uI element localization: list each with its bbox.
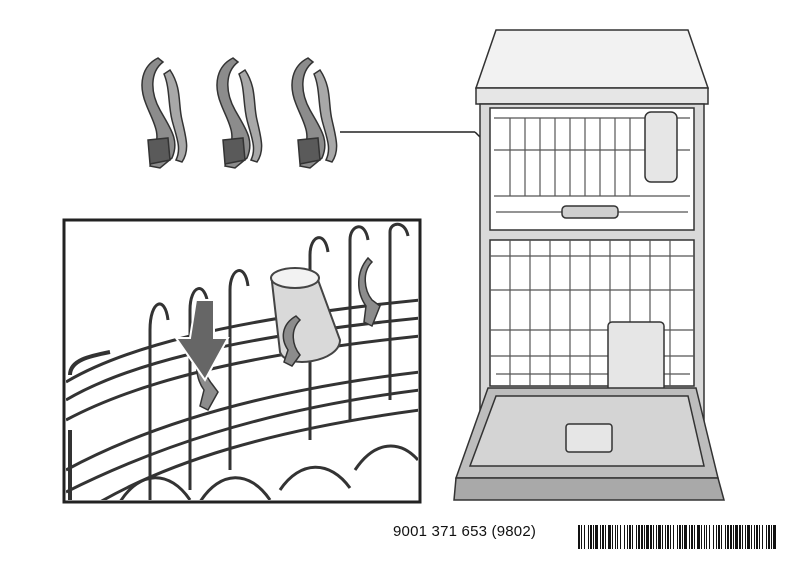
barcode-bar [615, 525, 616, 549]
barcode-bar [730, 525, 732, 549]
barcode-bar [602, 525, 604, 549]
barcode-bar [691, 525, 693, 549]
dishwasher-rack-clip-illustration [62, 29, 725, 504]
cutlery-tray [644, 111, 678, 183]
barcode-bar [762, 525, 763, 549]
barcode-bar [656, 525, 657, 549]
barcode-bar [771, 525, 772, 549]
barcode-bar [716, 525, 717, 549]
clip-part-1 [141, 57, 188, 169]
barcode-bar [641, 525, 643, 549]
barcode-bar [756, 525, 758, 549]
clip-parts-group [141, 57, 338, 169]
barcode-bar [627, 525, 628, 549]
barcode-bar [646, 525, 649, 549]
barcode-bar [584, 525, 585, 549]
barcode-bar [721, 525, 722, 549]
barcode-bar [670, 525, 671, 549]
barcode-bar [713, 525, 714, 549]
barcode-bar [697, 525, 700, 549]
barcode-bar [718, 525, 720, 549]
barcode-bar [653, 525, 654, 549]
barcode [578, 525, 776, 549]
barcode-bar [679, 525, 681, 549]
dishwasher-illustration [453, 29, 725, 501]
barcode-bar [612, 525, 613, 549]
barcode-bar [673, 525, 674, 549]
barcode-bar [590, 525, 592, 549]
barcode-bar [706, 525, 707, 549]
barcode-bar [624, 525, 625, 549]
barcode-bar [658, 525, 661, 549]
clip-part-3 [291, 57, 338, 169]
barcode-bar [701, 525, 702, 549]
insert-direction-arrow [174, 299, 230, 382]
barcode-bar [745, 525, 746, 549]
barcode-bar [766, 525, 767, 549]
detail-inset [62, 218, 422, 504]
barcode-bar [754, 525, 755, 549]
installed-clip-glass [282, 315, 302, 367]
barcode-bar [684, 525, 687, 549]
barcode-bar [759, 525, 760, 549]
barcode-bar [727, 525, 729, 549]
barcode-bar [689, 525, 690, 549]
part-number: 9001 371 653 (9802) [393, 523, 537, 540]
drawer-handle [561, 205, 619, 219]
barcode-bar [733, 525, 734, 549]
barcode-bar [588, 525, 589, 549]
barcode-bar [638, 525, 640, 549]
barcode-bar [644, 525, 645, 549]
barcode-bar [600, 525, 601, 549]
barcode-bar [747, 525, 750, 549]
barcode-bar [704, 525, 705, 549]
barcode-bar [617, 525, 618, 549]
barcode-bar [636, 525, 637, 549]
barcode-bar [632, 525, 633, 549]
barcode-bar [739, 525, 741, 549]
barcode-bar [677, 525, 678, 549]
barcode-bar [581, 525, 582, 549]
barcode-bar [595, 525, 598, 549]
barcode-bar [751, 525, 752, 549]
barcode-bar [709, 525, 710, 549]
barcode-bar [578, 525, 580, 549]
barcode-bar [735, 525, 738, 549]
barcode-bar [593, 525, 594, 549]
barcode-bar [620, 525, 621, 549]
barcode-bar [605, 525, 606, 549]
barcode-bar [773, 525, 776, 549]
barcode-bar [662, 525, 663, 549]
detergent-dispenser [565, 423, 613, 453]
barcode-bar [667, 525, 669, 549]
barcode-bar [742, 525, 743, 549]
barcode-bar [682, 525, 683, 549]
barcode-bar [650, 525, 652, 549]
barcode-bar [768, 525, 770, 549]
barcode-bar [694, 525, 695, 549]
clip-part-2 [216, 57, 263, 169]
installed-clip-right [358, 256, 381, 328]
barcode-bar [665, 525, 666, 549]
barcode-bar [629, 525, 631, 549]
barcode-bar [608, 525, 611, 549]
barcode-bar [725, 525, 726, 549]
